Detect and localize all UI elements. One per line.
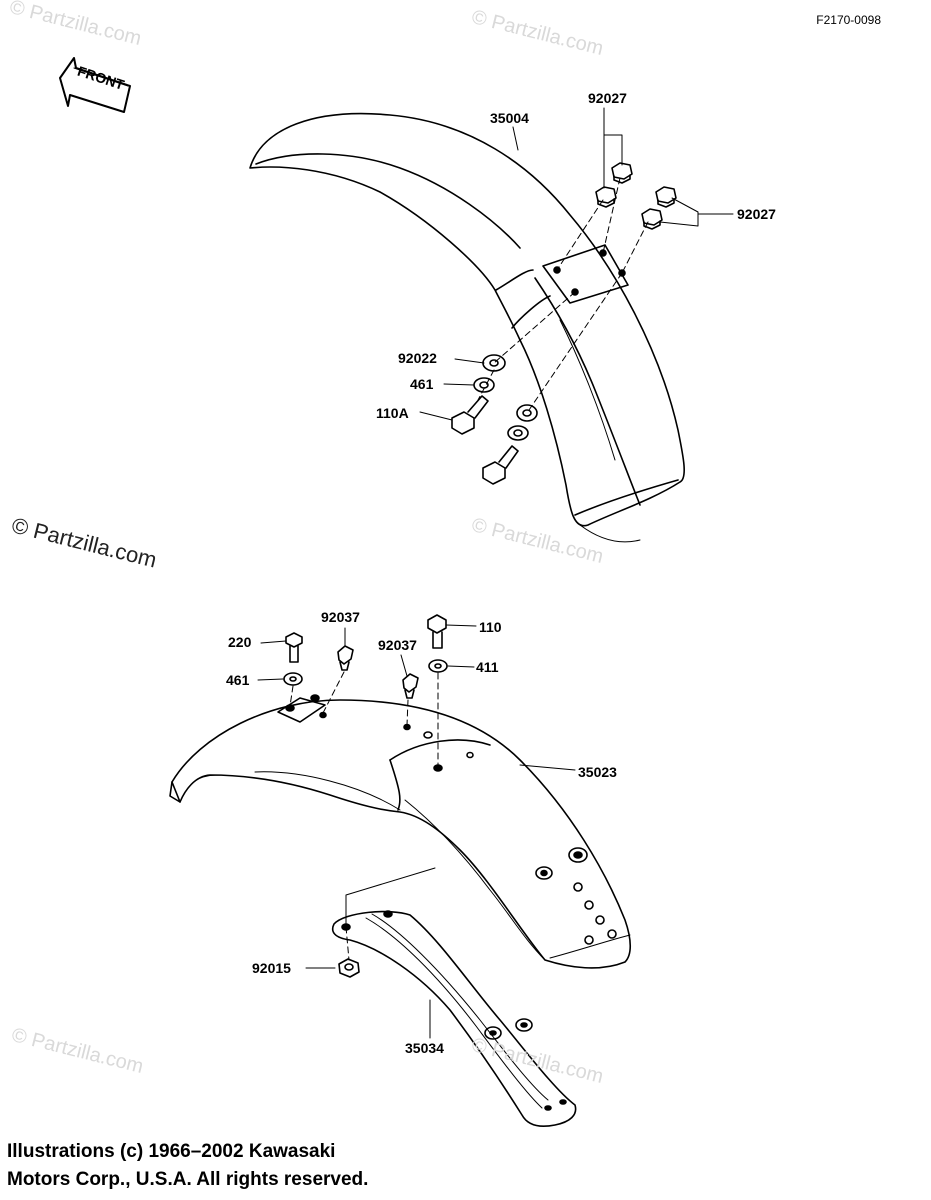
part-label-92015[interactable]: 92015: [252, 960, 291, 976]
figure-id: F2170-0098: [816, 13, 881, 27]
part-label-35034[interactable]: 35034: [405, 1040, 444, 1056]
nut-92027-a: [611, 162, 633, 184]
washer-461-lower: [283, 672, 303, 686]
part-label-92037-mid[interactable]: 92037: [378, 637, 417, 653]
part-label-110A[interactable]: 110A: [376, 405, 409, 421]
copyright-notice: Illustrations (c) 1966–2002 Kawasaki Mot…: [7, 1138, 368, 1194]
copyright-line-1: Illustrations (c) 1966–2002 Kawasaki: [7, 1141, 336, 1162]
part-label-92022[interactable]: 92022: [398, 350, 437, 366]
bolt-110A-b: [482, 445, 519, 485]
front-fender-upper: [249, 112, 686, 543]
part-label-92037-left[interactable]: 92037: [321, 609, 360, 625]
front-fender-lower: [169, 697, 632, 969]
part-label-35023[interactable]: 35023: [578, 764, 617, 780]
part-label-461-top[interactable]: 461: [410, 376, 434, 392]
part-label-411[interactable]: 411: [476, 659, 499, 675]
washer-right-b: [507, 425, 529, 441]
part-label-220[interactable]: 220: [228, 634, 252, 650]
part-label-110[interactable]: 110: [479, 619, 502, 635]
nut-92027-d: [641, 208, 663, 230]
washer-411: [428, 659, 448, 673]
part-label-92027-top[interactable]: 92027: [588, 90, 627, 106]
washer-92022: [482, 354, 506, 372]
fender-bracket: [331, 910, 577, 1128]
bolt-110: [427, 614, 447, 649]
front-label: FRONT: [75, 62, 127, 93]
bolt-110A-a: [451, 395, 489, 435]
nut-92027-b: [595, 186, 617, 208]
part-label-461-lower[interactable]: 461: [226, 672, 250, 688]
nut-92027-c: [655, 186, 677, 208]
part-label-92027-right[interactable]: 92027: [737, 206, 776, 222]
nut-92015: [338, 958, 360, 978]
clip-92037-mid: [402, 673, 419, 699]
mount-plate: [542, 244, 629, 304]
washer-right-a: [516, 404, 538, 422]
front-arrow-shape: [59, 57, 131, 113]
clip-92037-left: [337, 645, 354, 671]
washer-461-top: [473, 377, 495, 393]
part-label-35004[interactable]: 35004: [490, 110, 529, 126]
bolt-220: [285, 632, 303, 663]
copyright-line-2: Motors Corp., U.S.A. All rights reserved…: [7, 1169, 369, 1190]
